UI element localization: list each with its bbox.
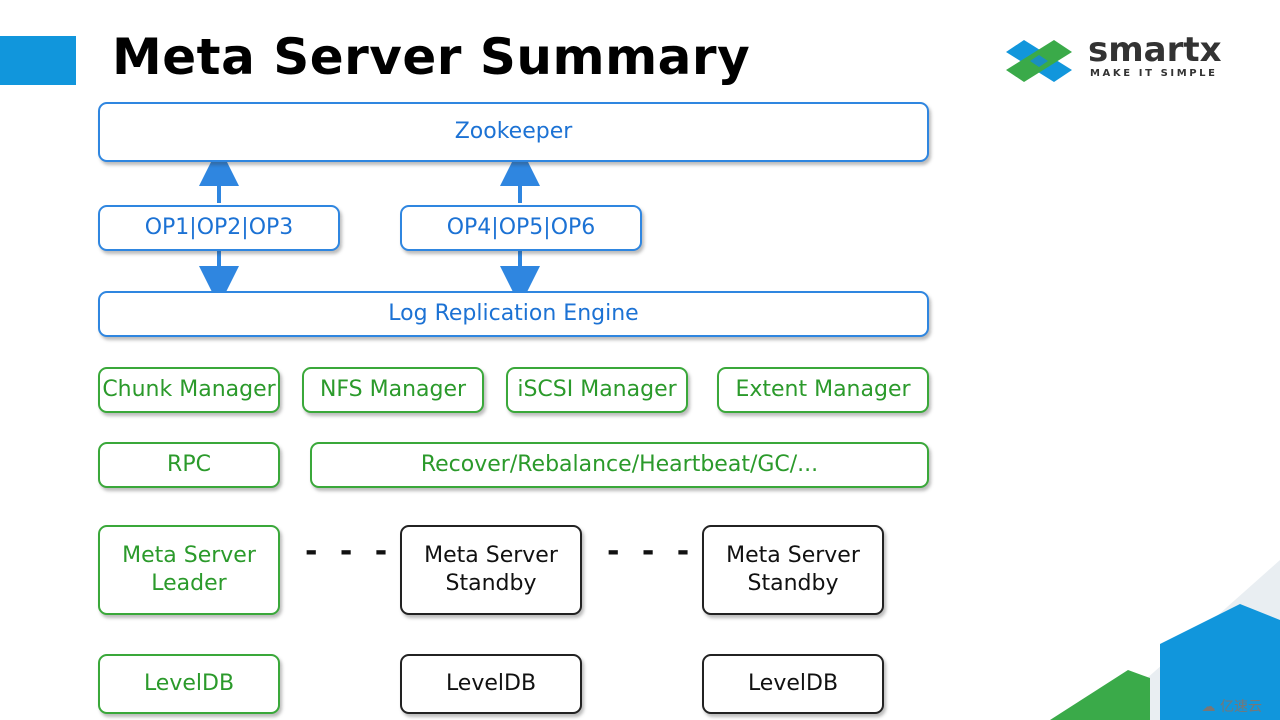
services-box: Recover/Rebalance/Heartbeat/GC/... (310, 442, 929, 488)
rpc-box: RPC (98, 442, 280, 488)
logo-tagline: MAKE IT SIMPLE (1090, 68, 1218, 79)
meta-server-leader-box: Meta Server Leader (98, 525, 280, 615)
zookeeper-box: Zookeeper (98, 102, 929, 162)
op-group-2-box: OP4|OP5|OP6 (400, 205, 642, 251)
ellipsis-1: - - - (305, 534, 394, 569)
extent-manager-box: Extent Manager (717, 367, 929, 413)
log-replication-engine-box: Log Replication Engine (98, 291, 929, 337)
chunk-manager-box: Chunk Manager (98, 367, 280, 413)
op-group-1-box: OP1|OP2|OP3 (98, 205, 340, 251)
cloud-icon: ☁ (1201, 699, 1216, 715)
smartx-logo: smartx MAKE IT SIMPLE (1004, 30, 1234, 90)
leveldb-standby-box-1: LevelDB (400, 654, 582, 714)
leveldb-leader-box: LevelDB (98, 654, 280, 714)
meta-server-standby-box-2: Meta Server Standby (702, 525, 884, 615)
watermark: ☁ 亿速云 (1202, 696, 1262, 716)
logo-brand: smartx (1088, 30, 1222, 70)
nfs-manager-box: NFS Manager (302, 367, 484, 413)
corner-decoration (1050, 560, 1280, 720)
smartx-logo-icon (1006, 40, 1072, 82)
accent-bar (0, 36, 76, 85)
page-title: Meta Server Summary (112, 28, 751, 86)
ellipsis-2: - - - (607, 534, 696, 569)
leveldb-standby-box-2: LevelDB (702, 654, 884, 714)
iscsi-manager-box: iSCSI Manager (506, 367, 688, 413)
meta-server-standby-box-1: Meta Server Standby (400, 525, 582, 615)
watermark-text: 亿速云 (1220, 699, 1262, 715)
